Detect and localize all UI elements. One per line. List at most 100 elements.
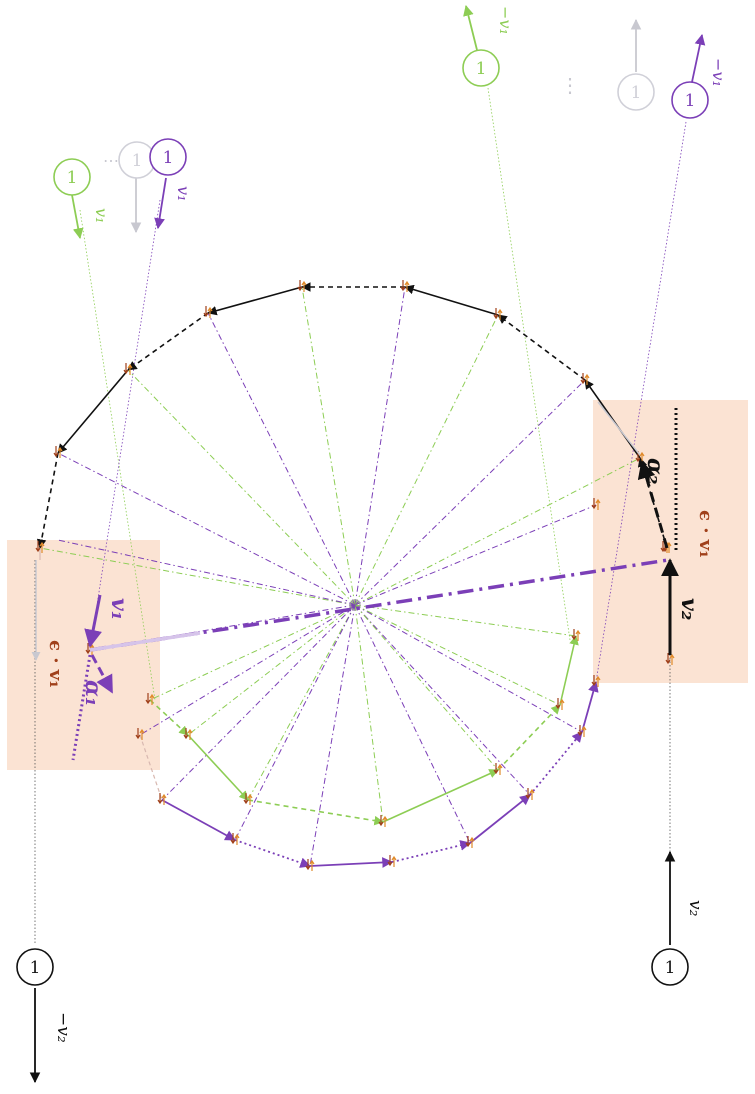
vertex-markers [35, 280, 675, 871]
green-neg-v1-arrow [463, 4, 478, 51]
svg-text:1: 1 [631, 83, 642, 103]
svg-text:1: 1 [685, 91, 696, 111]
vertex-marker-16 [230, 833, 240, 845]
vertex-marker-14 [387, 855, 397, 867]
spoke-15 [354, 604, 384, 823]
purple-edge-2 [309, 857, 394, 868]
vertex-marker-11 [577, 725, 587, 737]
spoke-16 [309, 604, 356, 867]
vertex-marker-21 [243, 793, 253, 805]
purple-axis-faded [89, 631, 201, 652]
vertex-marker-5 [400, 280, 410, 292]
alpha2-gray [597, 401, 641, 456]
vertex-marker-0 [35, 541, 45, 553]
svg-text:1: 1 [163, 148, 174, 168]
spoke-14 [354, 604, 471, 844]
spoke-12 [354, 604, 531, 796]
purple-edge-1 [234, 839, 312, 868]
black-edge-7 [584, 379, 641, 459]
faint-edge-left [139, 734, 163, 801]
vertex-marker-1 [53, 446, 63, 458]
alpha1-dashed [90, 654, 114, 694]
vertex-marker-27 [591, 675, 601, 687]
svg-text:1: 1 [132, 151, 143, 171]
spoke-17 [247, 604, 356, 801]
label-neg-v1-purple: −v₁ [709, 58, 728, 87]
spoke-22 [39, 547, 356, 606]
svg-text:1: 1 [665, 958, 676, 978]
radial-spokes [39, 286, 641, 867]
node-black-bottom: 1 [651, 948, 689, 986]
label-v2-bottom: v₂ [685, 900, 705, 917]
black-edge-5 [404, 284, 499, 316]
spoke-6 [354, 379, 586, 606]
label-v2-bold: v₂ [676, 598, 702, 620]
external-connections [34, 87, 687, 945]
vertex-marker-6 [493, 308, 503, 320]
vertex-marker-2 [123, 363, 133, 375]
spoke-23 [57, 539, 356, 606]
black-edge-6 [497, 314, 586, 381]
spoke-3 [301, 286, 356, 606]
vertex-marker-4 [297, 280, 307, 292]
spoke-24 [139, 604, 356, 736]
green-edge-4 [497, 704, 561, 771]
vertex-marker-7 [580, 373, 590, 385]
label-neg-v2: −v₂ [53, 1012, 73, 1043]
vertex-marker-19 [145, 693, 155, 705]
spoke-21 [149, 604, 356, 701]
purple-v1-arrow [154, 177, 167, 230]
spoke-11 [354, 604, 561, 706]
spoke-18 [234, 604, 356, 841]
v1-bold-purple-arrow [84, 594, 102, 648]
black-edge-0 [36, 452, 59, 549]
node-purple-left: 1 [149, 138, 187, 176]
black-edge-3 [207, 286, 303, 316]
spoke-8 [354, 504, 597, 606]
black-edge-2 [127, 312, 209, 371]
node-gray-top: 1 [617, 73, 655, 111]
purple-neg-v1-arrow [691, 33, 706, 83]
svg-text:1: 1 [30, 958, 41, 978]
center-hub [349, 599, 361, 611]
purple-edge-3 [391, 840, 472, 863]
vertex-marker-18 [135, 728, 145, 740]
spoke-25 [89, 604, 356, 651]
label-alpha1: α₁ [80, 680, 106, 707]
label-eps-v1-right: ϵ · v₁ [695, 510, 716, 558]
green-edge-2 [247, 799, 384, 826]
node-black-left: 1 [16, 948, 54, 986]
vertex-marker-10 [665, 653, 675, 665]
purple-edge-6 [581, 680, 599, 733]
node-purple-top: 1 [671, 81, 709, 119]
vertex-marker-12 [525, 788, 535, 800]
label-v1-purple: v₁ [174, 186, 193, 201]
black-edge-1 [57, 369, 129, 454]
vertex-marker-3 [203, 306, 213, 318]
label-alpha2: α₂ [642, 458, 668, 485]
label-v1-green: v₁ [92, 208, 111, 223]
green-edge-5 [559, 635, 579, 706]
vertex-marker-25 [571, 629, 581, 641]
label-eps-v1-left: ϵ · v₁ [45, 640, 66, 688]
svg-text:1: 1 [476, 59, 487, 79]
purple-edge-0 [161, 799, 236, 841]
vertex-marker-24 [555, 698, 565, 710]
purple-edge-5 [529, 731, 583, 796]
outer-polygon [36, 282, 668, 868]
label-v1-bold: v₁ [106, 598, 132, 620]
ellipsis-top: ⋮ [560, 73, 580, 97]
vertex-marker-22 [378, 815, 388, 827]
spoke-20 [161, 604, 356, 801]
ellipsis-left: ⋯ [103, 151, 119, 170]
spoke-2 [207, 312, 356, 606]
green-edge-3 [382, 769, 499, 823]
spoke-4 [354, 286, 406, 606]
vertex-marker-13 [465, 836, 475, 848]
black-edge-8 [637, 457, 668, 549]
spoke-1 [127, 369, 356, 606]
spoke-9 [354, 604, 577, 637]
vertex-marker-23 [493, 763, 503, 775]
